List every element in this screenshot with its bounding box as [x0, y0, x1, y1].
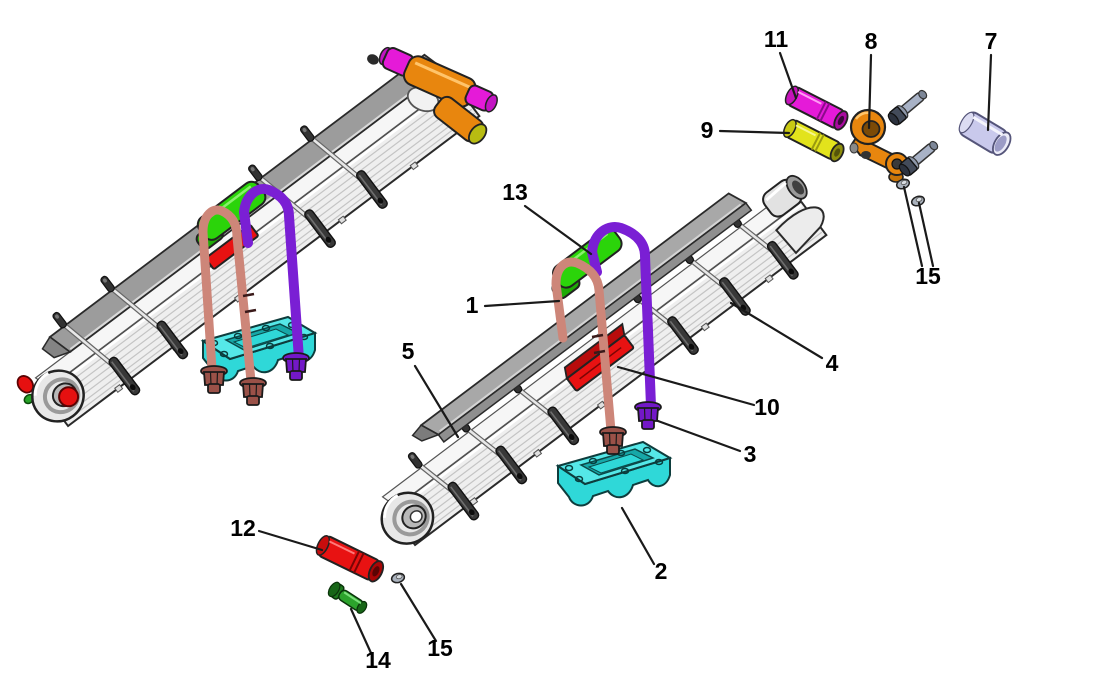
shackle-assembled: [367, 46, 498, 145]
callout-5: 5: [402, 338, 415, 364]
shackle-bracket: [849, 108, 909, 183]
callout-15-top: 15: [915, 263, 941, 289]
callout-7: 7: [985, 28, 998, 54]
leaf-stack: [41, 81, 481, 428]
rear-eye-bushing: [762, 174, 825, 255]
u-bolt-front: [198, 205, 256, 386]
callout-13: 13: [502, 179, 528, 205]
callout-2: 2: [655, 558, 668, 584]
u-bolt-nut: [239, 377, 267, 406]
u-bolt-nut: [200, 365, 228, 394]
pin-end-cap: [16, 375, 35, 394]
leaf-spring-assembly-assembled: [16, 46, 498, 434]
spring-clamps: [406, 210, 801, 523]
spring-eye-with-pin: [16, 358, 96, 434]
spring-pin-red: [315, 534, 385, 583]
callout-11: 11: [764, 26, 789, 52]
bushing-sleeve: [958, 111, 1012, 156]
callout-labels: 1 2 3 4 5 7 8 9 10 11 12 13 14 15 15: [230, 26, 997, 673]
callout-14: 14: [365, 647, 391, 673]
u-bolt-nut-rear: [634, 401, 662, 430]
u-bolt-nut-rear: [282, 352, 310, 381]
eye-pin-parts-group: [315, 534, 407, 614]
callout-8: 8: [865, 28, 878, 54]
callout-10: 10: [754, 394, 780, 420]
shackle-bolt: [885, 85, 931, 128]
u-bolt-rear: [587, 222, 656, 411]
center-bolt-green: [327, 581, 368, 614]
lock-nut: [389, 571, 407, 585]
leaf-spring-assembly-exploded: [369, 174, 828, 556]
callout-1: 1: [466, 292, 479, 318]
pin-face-red: [58, 386, 80, 408]
callout-12: 12: [230, 515, 256, 541]
callout-9: 9: [701, 117, 714, 143]
callout-3: 3: [744, 441, 757, 467]
shackle-pin-magenta: [784, 85, 849, 131]
shackle-parts-group: [782, 85, 1012, 209]
callout-15-bottom: 15: [427, 635, 453, 661]
u-bolt-rear: [239, 184, 304, 364]
u-bolt-front: [551, 257, 616, 436]
shackle-end-cap: [467, 123, 488, 145]
leader-lines: [257, 51, 993, 655]
lock-nut: [909, 193, 927, 209]
callout-4: 4: [826, 350, 839, 376]
